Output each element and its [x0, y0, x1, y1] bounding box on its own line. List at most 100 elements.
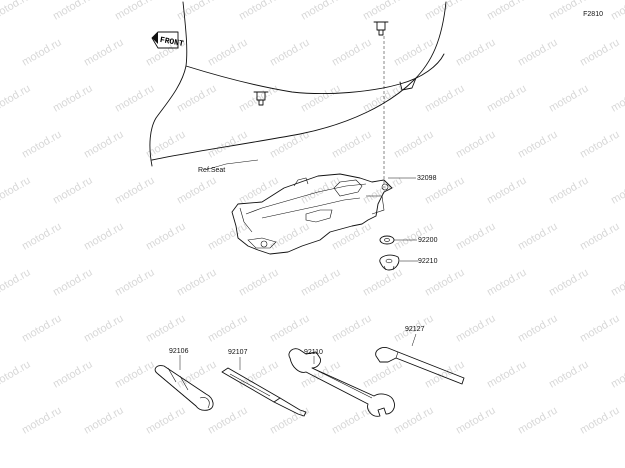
watermark-text: motod.ru	[0, 174, 33, 206]
watermark-text: motod.ru	[516, 404, 560, 436]
watermark-text: motod.ru	[51, 82, 95, 114]
watermark-text: motod.ru	[144, 404, 188, 436]
watermark-text: motod.ru	[547, 82, 591, 114]
watermark-text: motod.ru	[516, 220, 560, 252]
watermark-text: motod.ru	[82, 36, 126, 68]
watermark-text: motod.ru	[20, 404, 64, 436]
watermark-text: motod.ru	[82, 220, 126, 252]
watermark-text: motod.ru	[113, 358, 157, 390]
nut-part	[379, 254, 400, 271]
watermark-text: motod.ru	[175, 358, 219, 390]
watermark-text: motod.ru	[392, 128, 436, 160]
watermark-text: motod.ru	[51, 0, 95, 23]
watermark-text: motod.ru	[268, 220, 312, 252]
watermark-text: motod.ru	[299, 82, 343, 114]
part-label-32098[interactable]: 32098	[417, 175, 437, 182]
hex-key-part	[375, 347, 465, 385]
part-label-92127[interactable]: 92127	[405, 326, 425, 333]
figure-id: F2810	[583, 11, 603, 18]
watermark-text: motod.ru	[423, 82, 467, 114]
watermark-text: motod.ru	[268, 404, 312, 436]
watermark-text: motod.ru	[175, 0, 219, 23]
watermark-text: motod.ru	[82, 312, 126, 344]
watermark-text: motod.ru	[578, 220, 622, 252]
watermark-text: motod.ru	[175, 266, 219, 298]
part-label-92110[interactable]: 92110	[304, 349, 323, 356]
watermark-text: motod.ru	[299, 266, 343, 298]
watermark-text: motod.ru	[609, 266, 625, 298]
front-label: FRONT	[159, 36, 184, 49]
watermark-text: motod.ru	[206, 128, 250, 160]
front-arrow-icon: FRONT	[151, 31, 184, 49]
reference-seat-label: Ref.Seat	[198, 167, 226, 174]
watermark-text: motod.ru	[175, 82, 219, 114]
watermark-text: motod.ru	[330, 312, 374, 344]
part-label-92210[interactable]: 92210	[418, 258, 438, 265]
watermark-text: motod.ru	[20, 220, 64, 252]
watermark-text: motod.ru	[113, 0, 157, 23]
wrench-part	[288, 348, 395, 417]
watermark-text: motod.ru	[0, 358, 33, 390]
watermark-text: motod.ru	[609, 358, 625, 390]
watermark-text: motod.ru	[237, 266, 281, 298]
part-label-92107[interactable]: 92107	[228, 349, 248, 356]
watermark-text: motod.ru	[361, 266, 405, 298]
watermark-text: motod.ru	[516, 128, 560, 160]
watermark-text: motod.ru	[516, 312, 560, 344]
watermark-text: motod.ru	[392, 36, 436, 68]
watermark-text: motod.ru	[0, 266, 33, 298]
watermark-text: motod.ru	[330, 128, 374, 160]
watermark-text: motod.ru	[609, 174, 625, 206]
watermark-text: motod.ru	[547, 174, 591, 206]
watermark-text: motod.ru	[423, 358, 467, 390]
watermark-text: motod.ru	[361, 82, 405, 114]
watermark-text: motod.ru	[20, 128, 64, 160]
watermark-text: motod.ru	[51, 174, 95, 206]
watermark-text: motod.ru	[485, 266, 529, 298]
part-label-92106[interactable]: 92106	[169, 348, 189, 355]
part-label-92200[interactable]: 92200	[418, 237, 438, 244]
watermark-text: motod.ru	[237, 0, 281, 23]
watermark-text: motod.ru	[206, 220, 250, 252]
watermark-text: motod.ru	[547, 358, 591, 390]
watermark-text: motod.ru	[330, 36, 374, 68]
watermark-text: motod.ru	[144, 220, 188, 252]
watermark-text: motod.ru	[299, 358, 343, 390]
watermark-text: motod.ru	[268, 312, 312, 344]
watermark-text: motod.ru	[516, 36, 560, 68]
watermark-text: motod.ru	[175, 174, 219, 206]
watermark-text: motod.ru	[423, 266, 467, 298]
watermark-text: motod.ru	[237, 174, 281, 206]
screwdriver-part	[221, 367, 307, 417]
watermark-text: motod.ru	[113, 266, 157, 298]
watermark-text: motod.ru	[113, 82, 157, 114]
watermark-text: motod.ru	[237, 82, 281, 114]
watermark-text: motod.ru	[113, 174, 157, 206]
watermark-text: motod.ru	[578, 312, 622, 344]
watermark-text: motod.ru	[454, 128, 498, 160]
watermark-text: motod.ru	[392, 404, 436, 436]
watermark-text: motod.ru	[485, 0, 529, 23]
watermark-text: motod.ru	[268, 36, 312, 68]
leader-lines	[179, 159, 418, 370]
watermark-text: motod.ru	[609, 0, 625, 23]
watermark-layer: motod.ru motod.ru motod.ru motod.ru motod.ru…	[0, 0, 625, 437]
watermark-text: motod.ru	[82, 404, 126, 436]
watermark-text: motod.ru	[299, 0, 343, 23]
watermark-text: motod.ru	[51, 266, 95, 298]
watermark-text: motod.ru	[361, 358, 405, 390]
watermark-text: motod.ru	[206, 36, 250, 68]
watermark-text: motod.ru	[0, 82, 33, 114]
watermark-text: motod.ru	[51, 358, 95, 390]
seat-outline	[149, 1, 447, 167]
watermark-text: motod.ru	[485, 358, 529, 390]
watermark-text: motod.ru	[485, 174, 529, 206]
washer-part	[379, 235, 395, 245]
watermark-text: motod.ru	[578, 128, 622, 160]
watermark-text: motod.ru	[578, 36, 622, 68]
watermark-text: motod.ru	[330, 404, 374, 436]
watermark-text: motod.ru	[454, 312, 498, 344]
watermark-text: motod.ru	[609, 82, 625, 114]
watermark-text: motod.ru	[82, 128, 126, 160]
